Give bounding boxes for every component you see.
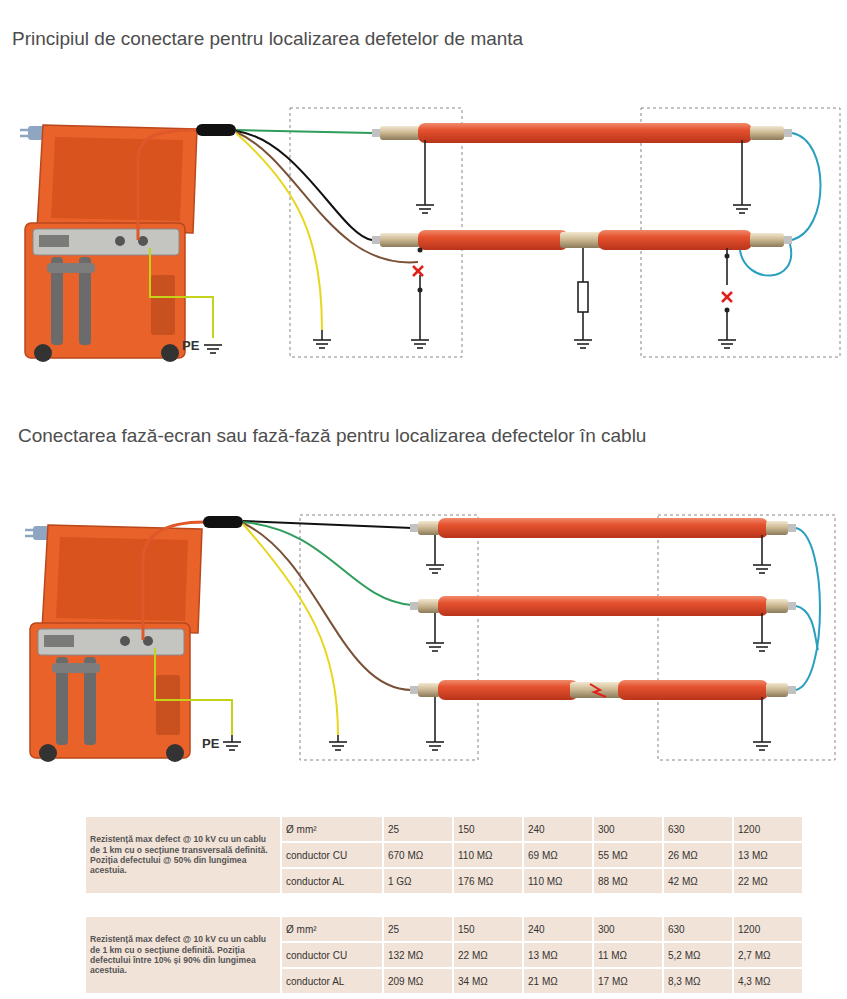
table-cell: 1 GΩ <box>383 868 453 894</box>
table-cell: 150 <box>453 916 523 942</box>
sheath-fault-setup <box>20 108 840 362</box>
table-cell: 209 MΩ <box>383 968 453 994</box>
earth-label: PE <box>202 736 219 751</box>
table-cell: 110 MΩ <box>523 868 593 894</box>
table-cell: 5,2 MΩ <box>663 942 733 968</box>
table-cell: 25 <box>383 816 453 842</box>
row-header: Ø mm² <box>281 916 383 942</box>
row-header: conductor CU <box>281 842 383 868</box>
table-cell: 13 MΩ <box>523 942 593 968</box>
row-header: conductor AL <box>281 868 383 894</box>
data-table: Rezistență max defect @ 10 kV cu un cabl… <box>84 915 804 995</box>
row-header: Ø mm² <box>281 816 383 842</box>
table-cell: 630 <box>663 916 733 942</box>
table-cell: 21 MΩ <box>523 968 593 994</box>
table-cell: 176 MΩ <box>453 868 523 894</box>
table-cell: 34 MΩ <box>453 968 523 994</box>
earth-label: PE <box>182 338 199 353</box>
table-cell: 17 MΩ <box>593 968 663 994</box>
table-cell: 132 MΩ <box>383 942 453 968</box>
table-cell: 630 <box>663 816 733 842</box>
table-cell: 26 MΩ <box>663 842 733 868</box>
table-cell: 25 <box>383 916 453 942</box>
table-cell: 13 MΩ <box>733 842 803 868</box>
table-cell: 22 MΩ <box>733 868 803 894</box>
row-header: conductor AL <box>281 968 383 994</box>
row-header: conductor CU <box>281 942 383 968</box>
table-cell: 4,3 MΩ <box>733 968 803 994</box>
table-cell: 42 MΩ <box>663 868 733 894</box>
table-cell: 240 <box>523 916 593 942</box>
table-cell: 88 MΩ <box>593 868 663 894</box>
table-cell: 670 MΩ <box>383 842 453 868</box>
heading: Principiul de conectare pentru localizar… <box>12 28 523 50</box>
table-cell: 300 <box>593 816 663 842</box>
table-cell: 2,7 MΩ <box>733 942 803 968</box>
phase-fault-setup <box>25 515 835 762</box>
table-cell: 11 MΩ <box>593 942 663 968</box>
table-cell: 22 MΩ <box>453 942 523 968</box>
table-cell: 69 MΩ <box>523 842 593 868</box>
table-cell: 240 <box>523 816 593 842</box>
data-table: Rezistență max defect @ 10 kV cu un cabl… <box>84 815 804 895</box>
table-cell: 110 MΩ <box>453 842 523 868</box>
heading: Conectarea fază-ecran sau fază-fază pent… <box>18 425 646 447</box>
table-cell: 8,3 MΩ <box>663 968 733 994</box>
table-cell: 150 <box>453 816 523 842</box>
table-cell: 300 <box>593 916 663 942</box>
table-cell: 1200 <box>733 916 803 942</box>
table-cell: 55 MΩ <box>593 842 663 868</box>
table-note: Rezistență max defect @ 10 kV cu un cabl… <box>85 816 281 894</box>
table-note: Rezistență max defect @ 10 kV cu un cabl… <box>85 916 281 994</box>
table-cell: 1200 <box>733 816 803 842</box>
